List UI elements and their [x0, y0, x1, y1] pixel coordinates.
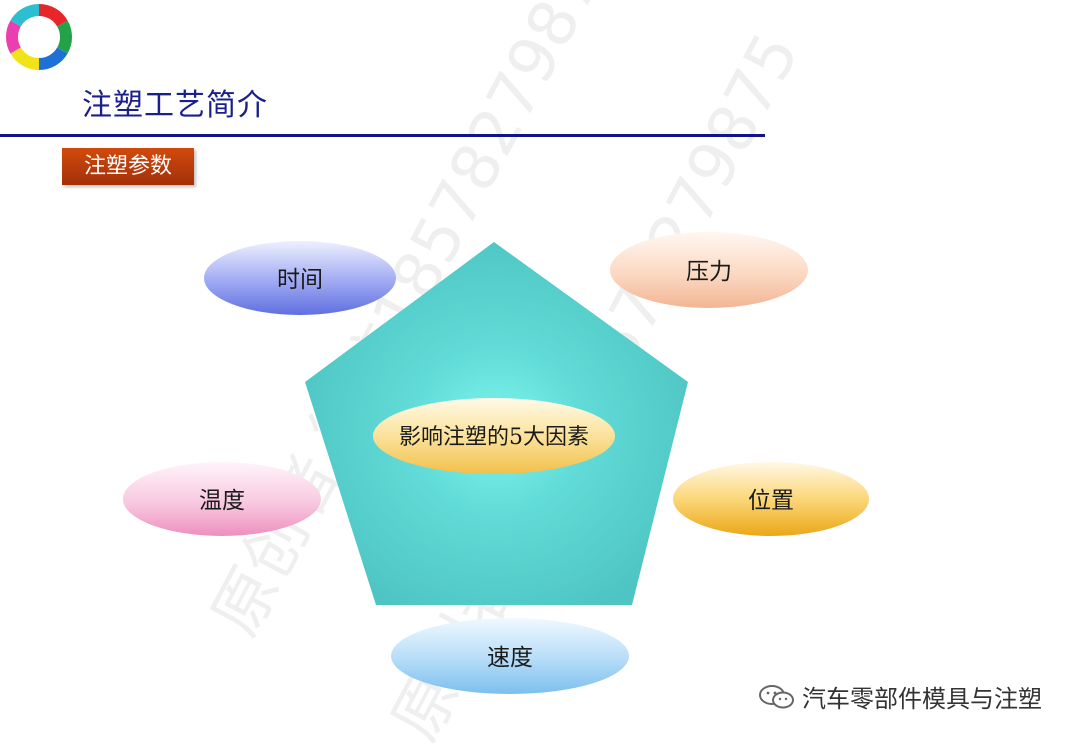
page-title: 注塑工艺简介 — [82, 88, 268, 123]
factor-speed: 速度 — [391, 618, 629, 694]
center-factor-label: 影响注塑的5大因素 — [399, 425, 589, 450]
brand-watermark: 汽车零部件模具与注塑 — [758, 679, 1042, 714]
factor-position: 位置 — [673, 462, 869, 536]
factor-temperature: 温度 — [123, 462, 321, 536]
title-divider — [0, 134, 765, 137]
factor-pressure-label: 压力 — [686, 259, 732, 285]
brand-text: 汽车零部件模具与注塑 — [802, 685, 1042, 713]
center-factor: 影响注塑的5大因素 — [373, 398, 615, 474]
factor-time: 时间 — [204, 241, 396, 315]
logo-ring-icon — [5, 3, 73, 71]
factor-temperature-label: 温度 — [199, 488, 245, 514]
factor-time-label: 时间 — [277, 267, 323, 293]
section-tag: 注塑参数 — [62, 148, 194, 185]
factor-pressure: 压力 — [610, 232, 808, 308]
factor-position-label: 位置 — [748, 488, 794, 514]
factor-speed-label: 速度 — [487, 645, 533, 671]
wechat-icon — [759, 684, 794, 708]
